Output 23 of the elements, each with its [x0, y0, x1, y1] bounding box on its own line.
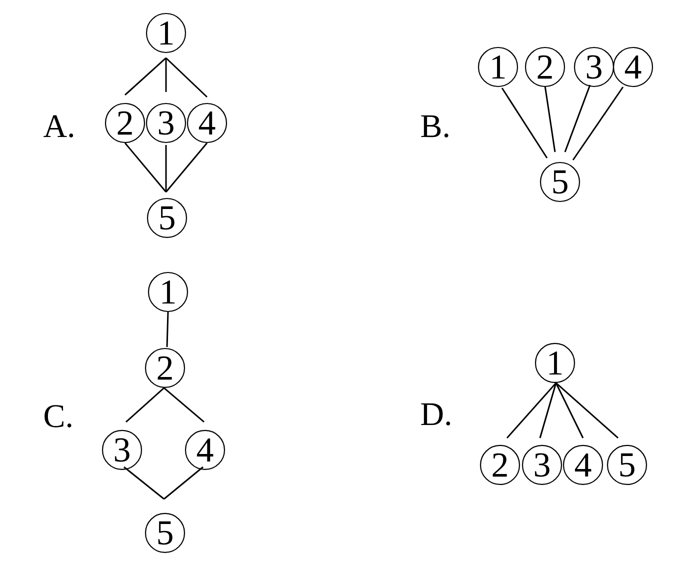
connector-line [165, 58, 167, 92]
connector-line [124, 466, 164, 500]
connector-line [555, 382, 584, 438]
connector-line [164, 466, 204, 500]
connector-line [126, 387, 164, 423]
option-label: C. [44, 405, 72, 428]
connector-line [165, 57, 208, 98]
connector-line [506, 382, 557, 438]
connector-line [572, 86, 624, 160]
option-label: D. [421, 403, 450, 426]
connector-line [539, 382, 557, 438]
connector-line [165, 144, 167, 192]
connector-line [164, 387, 204, 423]
connector-line [165, 142, 208, 192]
option-label: B. [421, 115, 448, 138]
option-label: A. [44, 115, 74, 138]
connector-line [124, 142, 167, 192]
connector-line [544, 86, 556, 152]
connector-line [501, 88, 548, 158]
connector-line [556, 382, 618, 439]
connector-line [124, 57, 166, 96]
connector-line [564, 84, 591, 152]
connector-line [166, 312, 169, 347]
